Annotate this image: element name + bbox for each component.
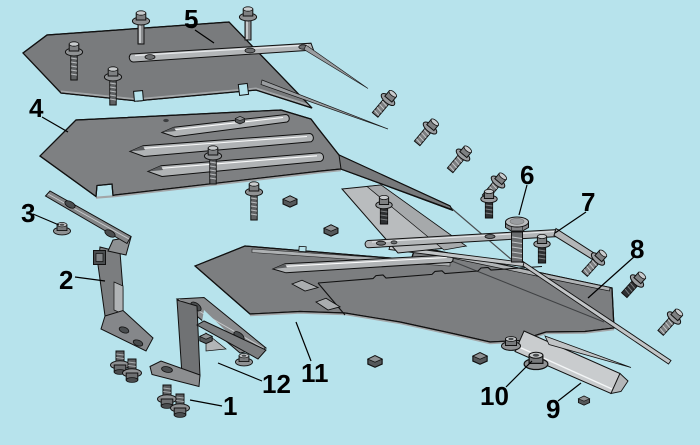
svg-text:8: 8 — [630, 234, 644, 264]
svg-text:9: 9 — [546, 394, 560, 424]
svg-text:6: 6 — [520, 160, 534, 190]
svg-text:11: 11 — [301, 358, 329, 388]
svg-text:4: 4 — [29, 93, 44, 123]
svg-text:1: 1 — [223, 391, 237, 421]
svg-text:7: 7 — [581, 187, 595, 217]
svg-text:3: 3 — [21, 198, 35, 228]
svg-text:2: 2 — [59, 265, 73, 295]
svg-text:5: 5 — [184, 4, 198, 34]
svg-text:10: 10 — [480, 381, 509, 411]
svg-text:12: 12 — [262, 369, 291, 399]
